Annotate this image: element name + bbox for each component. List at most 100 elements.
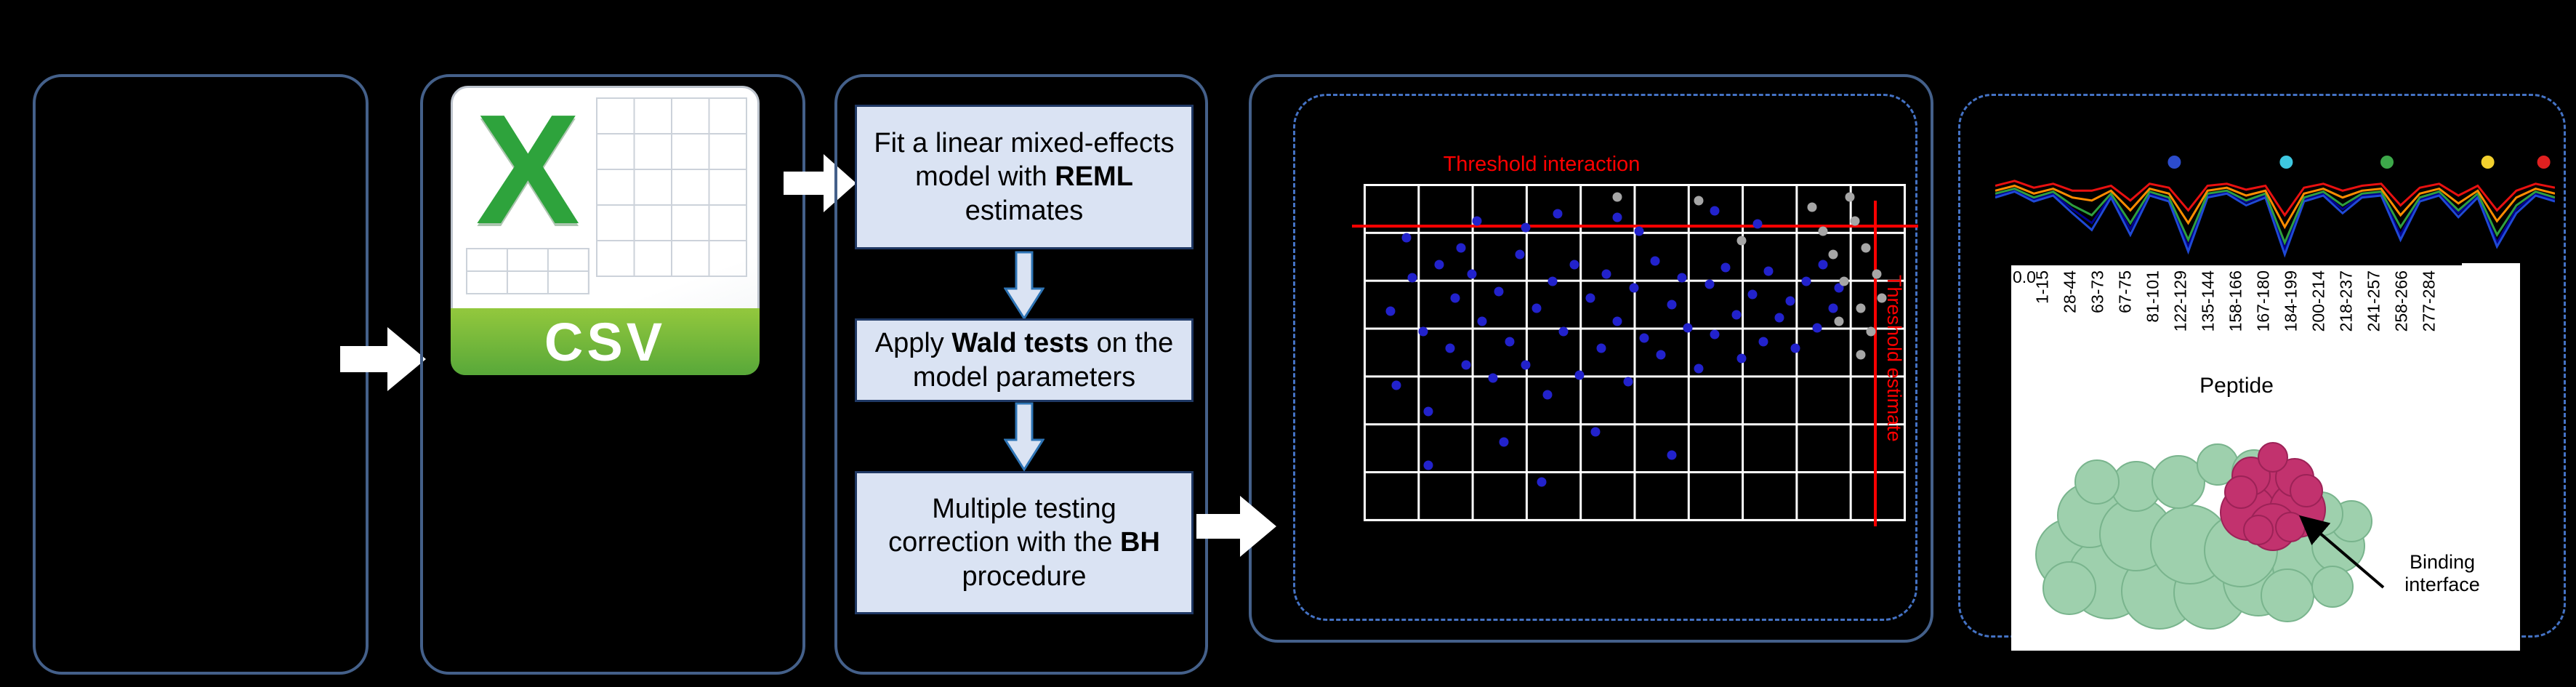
scatter-point-significant (1569, 260, 1579, 270)
step-text: Multiple testing correction with the BH … (888, 493, 1160, 592)
binding-interface-label: Binding interface (2404, 551, 2480, 596)
scatter-point-not-significant (1839, 276, 1849, 286)
condition-marker-icon (2279, 156, 2293, 169)
scatter-point-significant (1710, 329, 1720, 340)
scatter-point-significant (1601, 269, 1611, 279)
peptide-tick-label: 241-257 (2364, 270, 2383, 332)
scatter-point-significant (1785, 296, 1795, 306)
scatter-point-significant (1801, 276, 1811, 286)
scatter-point-significant (1612, 212, 1622, 222)
scatter-point-significant (1634, 226, 1644, 236)
csv-banner-label: CSV (451, 308, 760, 375)
scatter-point-significant (1477, 316, 1487, 326)
flow-arrow-right-icon (784, 154, 856, 216)
scatter-point-not-significant (1856, 350, 1866, 360)
flow-arrow-down-icon (1003, 251, 1045, 321)
scatter-point-not-significant (1850, 216, 1860, 226)
protein-structure-illustration (2035, 442, 2372, 630)
scatter-point-significant (1574, 370, 1585, 380)
threshold-interaction-line (1352, 225, 1918, 228)
scatter-point-not-significant (1877, 293, 1887, 303)
scatter-point-significant (1531, 303, 1542, 313)
flow-arrow-right-icon (1196, 496, 1276, 561)
condition-marker-icon (2168, 156, 2181, 169)
scatter-point-significant (1494, 286, 1504, 297)
modeling-panel: Fit a linear mixed-effects model with RE… (834, 74, 1208, 675)
step-box-bh: Multiple testing correction with the BH … (855, 471, 1194, 614)
scatter-point-significant (1407, 273, 1417, 283)
peptide-tick-label: 258-266 (2391, 270, 2411, 332)
step-text: Fit a linear mixed-effects model with RE… (874, 127, 1175, 226)
scatter-point-not-significant (1612, 192, 1622, 202)
scatter-point-significant (1667, 300, 1676, 310)
peptide-tick-label: 167-180 (2253, 270, 2273, 332)
scatter-point-significant (1623, 377, 1633, 387)
peptide-tick-label: 218-237 (2336, 270, 2356, 332)
scatter-point-significant (1456, 243, 1466, 253)
scatter-point-significant (1790, 343, 1800, 353)
peptide-tick-label: 158-166 (2226, 270, 2245, 332)
scatter-point-significant (1667, 450, 1676, 460)
scatter-point-significant (1521, 360, 1531, 370)
deuteration-profile-chart (1995, 156, 2555, 258)
flow-arrow-down-icon (1003, 402, 1045, 472)
scatter-points-layer (1364, 184, 1904, 519)
condition-marker-icon (2481, 156, 2495, 169)
scatter-point-significant (1656, 350, 1666, 360)
scatter-point-significant (1585, 293, 1595, 303)
step-text: Apply Wald tests on the model parameters (874, 328, 1174, 393)
scatter-point-significant (1423, 460, 1433, 470)
csv-file-icon: X CSV (451, 81, 760, 375)
scatter-point-significant (1537, 477, 1547, 487)
scatter-point-not-significant (1861, 243, 1871, 253)
scatter-point-significant (1391, 380, 1401, 390)
scatter-point-significant (1488, 373, 1498, 383)
scatter-point-significant (1731, 310, 1742, 320)
scatter-point-significant (1423, 406, 1433, 417)
scatter-point-significant (1499, 437, 1509, 447)
scatter-point-not-significant (1856, 303, 1866, 313)
scatter-point-significant (1677, 273, 1687, 283)
scatter-point-significant (1461, 360, 1471, 370)
scatter-point-not-significant (1694, 196, 1704, 206)
profile-line-green (1995, 188, 2555, 246)
scatter-point-significant (1763, 266, 1774, 276)
profile-line-blue (1995, 190, 2555, 258)
step-box-wald: Apply Wald tests on the model parameters (855, 318, 1194, 402)
scatter-point-not-significant (1818, 226, 1828, 236)
scatter-point-significant (1401, 233, 1412, 243)
scatter-point-not-significant (1736, 236, 1747, 246)
threshold-estimate-line (1874, 201, 1877, 526)
scatter-point-significant (1590, 427, 1601, 437)
scatter-point-significant (1547, 276, 1558, 286)
scatter-point-not-significant (1828, 249, 1838, 260)
scatter-point-significant (1752, 219, 1763, 229)
scatter-point-significant (1736, 353, 1747, 363)
flow-arrow-right-icon (340, 327, 426, 395)
interaction-scatter-plot (1352, 184, 1918, 526)
scatter-point-significant (1553, 209, 1563, 219)
peptide-tick-label: 122-129 (2170, 270, 2190, 332)
scatter-point-not-significant (1845, 192, 1855, 202)
y-axis-tick-label: 0.0 (2013, 268, 2036, 286)
peptide-tick-label: 135-144 (2198, 270, 2218, 332)
scatter-point-not-significant (1866, 326, 1876, 337)
profile-line-red (1995, 180, 2555, 217)
scatter-point-significant (1774, 313, 1784, 323)
scatter-point-significant (1639, 333, 1649, 343)
statistics-dashed-frame (1293, 94, 1917, 621)
scatter-point-significant (1834, 283, 1844, 293)
peptide-tick-label: 184-199 (2281, 270, 2301, 332)
scatter-point-significant (1704, 279, 1715, 289)
step-box-reml: Fit a linear mixed-effects model with RE… (855, 105, 1194, 249)
scatter-point-significant (1515, 249, 1525, 260)
scatter-point-significant (1385, 306, 1396, 316)
scatter-point-significant (1629, 283, 1638, 293)
scatter-point-significant (1747, 289, 1758, 300)
scatter-point-significant (1505, 337, 1515, 347)
scatter-point-significant (1694, 363, 1704, 374)
x-axis-line (2011, 263, 2462, 265)
